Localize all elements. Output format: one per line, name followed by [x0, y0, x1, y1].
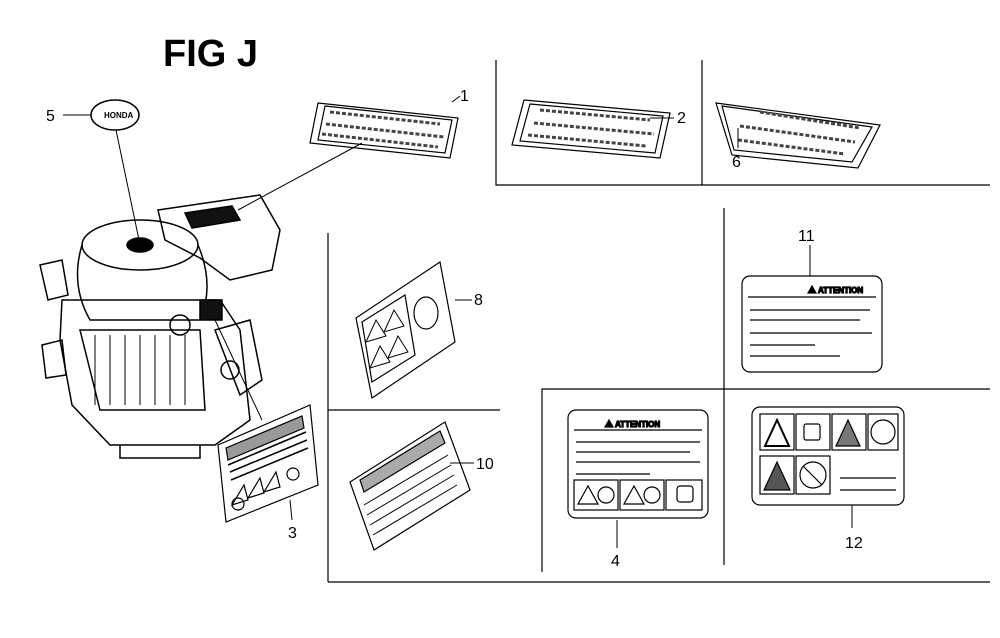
figure-title: FIG J	[163, 33, 258, 75]
attention-text-11: ATTENTION	[818, 286, 863, 295]
section-dividers	[327, 60, 990, 583]
engine-illustration	[39, 194, 281, 459]
emblem-text: HONDA	[104, 111, 134, 120]
callout-12: 12	[845, 535, 863, 552]
callout-2: 2	[677, 110, 686, 127]
part-6-decal	[715, 102, 881, 169]
part-4-label: ATTENTION	[567, 409, 709, 548]
part-3-label	[217, 404, 319, 523]
part-12-label	[751, 406, 905, 528]
callout-1: 1	[460, 88, 469, 105]
part-10-label	[349, 421, 474, 551]
part-8-label	[355, 260, 472, 400]
callout-10: 10	[476, 456, 494, 473]
callout-5: 5	[46, 108, 55, 125]
callout-6: 6	[732, 154, 741, 171]
part-5-emblem: HONDA	[63, 99, 140, 241]
callout-11: 11	[798, 228, 815, 245]
part-1-decal	[237, 95, 461, 211]
callout-3: 3	[288, 525, 297, 542]
attention-text-4: ATTENTION	[615, 420, 660, 429]
part-11-label: ATTENTION	[741, 245, 883, 373]
callout-8: 8	[474, 292, 483, 309]
callout-4: 4	[611, 553, 620, 570]
part-2-decal	[511, 99, 674, 159]
